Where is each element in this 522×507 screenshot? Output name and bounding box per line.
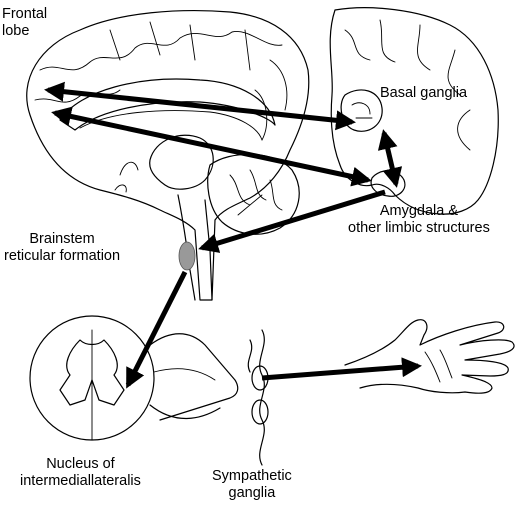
label-basal-ganglia: Basal ganglia [380, 85, 468, 101]
label-sympathetic-ganglia: Sympathetic ganglia [212, 468, 292, 501]
reticular-formation-highlight [178, 241, 196, 271]
arrow-basal-amygdala [377, 129, 403, 188]
arrow-brainstem-spinal [125, 270, 188, 389]
label-nucleus: Nucleus of intermediallateralis [20, 456, 141, 489]
arrow-ganglia-hand [261, 357, 422, 381]
label-brainstem: Brainstem reticular formation [4, 231, 121, 264]
arrow-amygdala-brainstem [198, 189, 386, 253]
label-frontal-lobe: Frontal lobe [2, 6, 48, 39]
label-amygdala: Amygdala & other limbic structures [348, 203, 490, 236]
spinal-cord-drawing [29, 315, 239, 441]
hand-drawing [344, 319, 515, 394]
arrows [44, 81, 422, 389]
sympathetic-chain-drawing [247, 329, 269, 466]
coronal-brain-drawing [329, 7, 499, 215]
arrow-frontal-amygdala [51, 106, 372, 187]
